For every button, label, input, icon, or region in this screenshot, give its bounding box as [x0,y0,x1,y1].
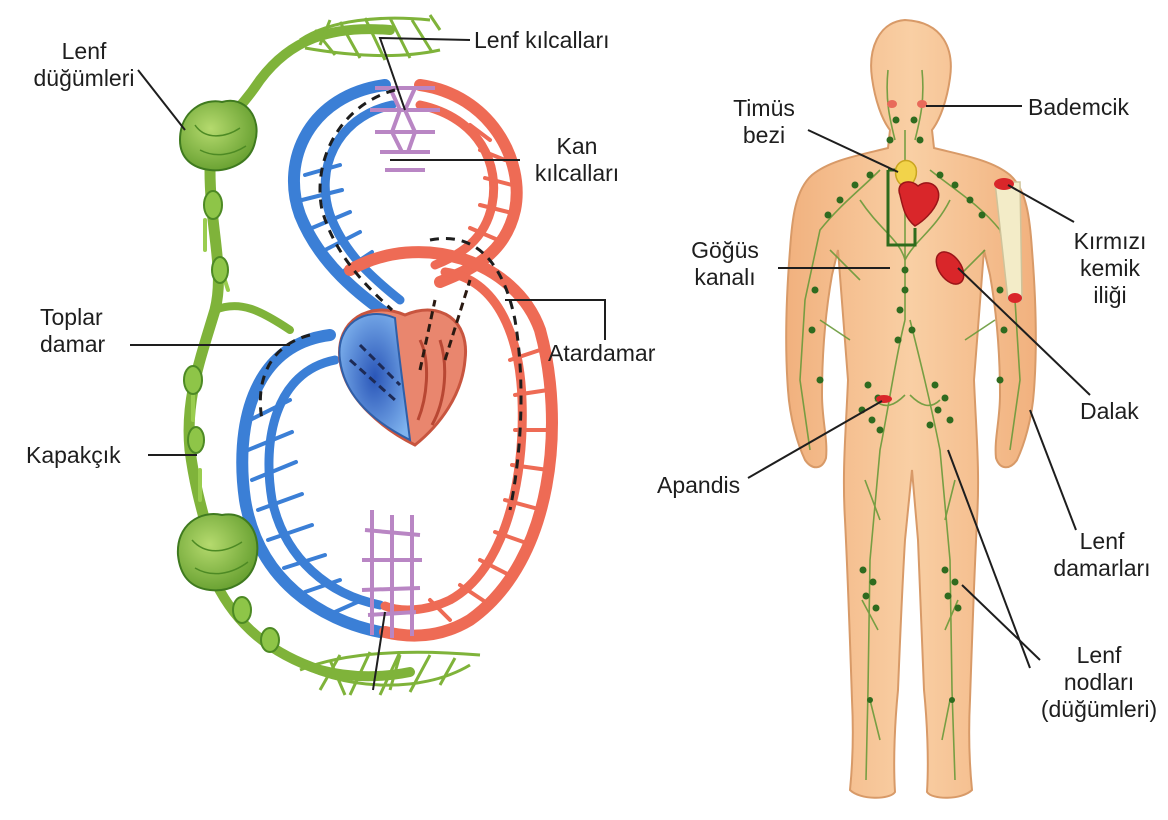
heart [339,280,470,445]
label-vein: Toplar damar [40,304,105,358]
label-red-bone-marrow-line1: Kırmızı [1060,228,1160,255]
label-valve: Kapakçık [26,442,121,469]
appendix [876,395,892,403]
label-artery: Atardamar [548,340,655,367]
label-blood-capillaries-line1: Kan [522,133,632,160]
label-lymph-nodes-left-line2: düğümleri [24,65,144,92]
lymph-capillaries-top [300,15,440,60]
label-lymph-capillaries: Lenf kılcalları [474,27,610,54]
lymph-node-lower [178,514,257,590]
upper-vein-loop [294,85,400,318]
label-lymph-vessels-line1: Lenf [1040,528,1164,555]
label-tonsil: Bademcik [1028,94,1129,121]
label-thoracic-duct-line2: kanalı [670,264,780,291]
label-vein-line2: damar [40,331,105,358]
label-red-bone-marrow-line3: iliği [1060,282,1160,309]
label-vein-line1: Toplar [40,304,105,331]
label-thymus-line1: Timüs [714,95,814,122]
label-red-bone-marrow-line2: kemik [1060,255,1160,282]
label-lymph-nodes-right-line2: nodları [1034,669,1164,696]
label-lymph-nodes-right-line3: (düğümleri) [1034,696,1164,723]
label-lymph-vessels: Lenf damarları [1040,528,1164,582]
label-spleen: Dalak [1080,398,1139,425]
label-thymus: Timüs bezi [714,95,814,149]
label-blood-capillaries-line2: kılcalları [522,160,632,187]
label-lymph-nodes-right: Lenf nodları (düğümleri) [1034,642,1164,723]
lymph-node-upper [180,101,257,171]
lower-capillary-bed [362,510,422,638]
label-lymph-vessels-line2: damarları [1040,555,1164,582]
label-thoracic-duct-line1: Göğüs [670,237,780,264]
label-lymph-nodes-right-line1: Lenf [1034,642,1164,669]
label-thymus-line2: bezi [714,122,814,149]
label-thoracic-duct: Göğüs kanalı [670,237,780,291]
label-appendix: Apandis [657,472,740,499]
label-lymph-nodes-left-line1: Lenf [24,38,144,65]
label-blood-capillaries: Kan kılcalları [522,133,632,187]
label-lymph-nodes-left: Lenf düğümleri [24,38,144,92]
label-red-bone-marrow: Kırmızı kemik iliği [1060,228,1160,309]
upper-capillary-bed [370,88,440,170]
circulation-diagram [178,15,552,695]
